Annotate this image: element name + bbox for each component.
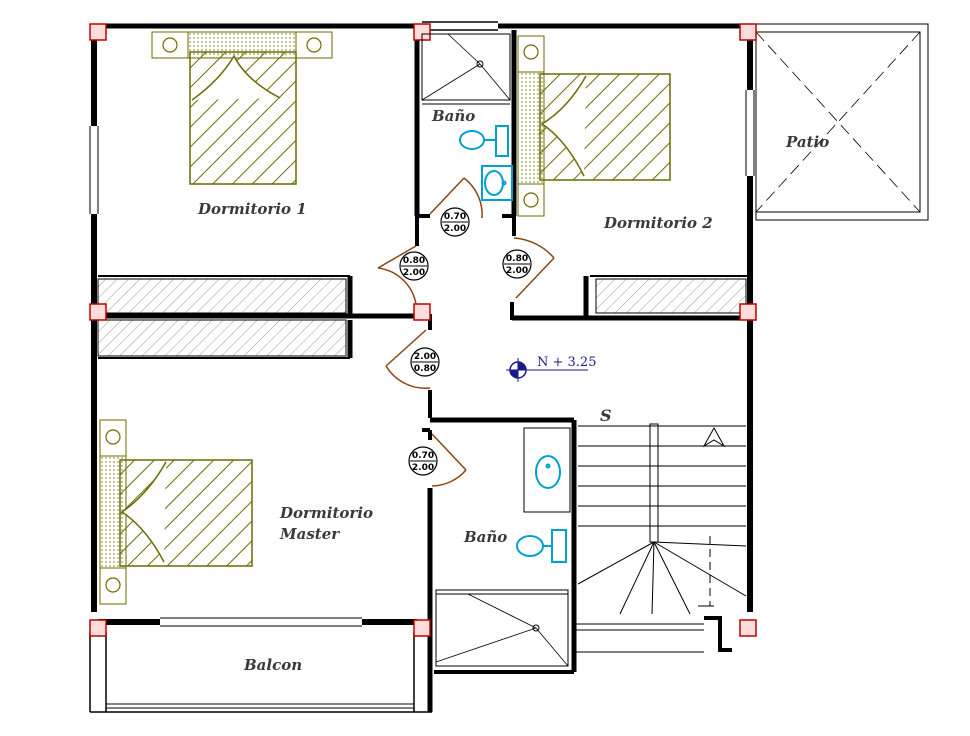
- svg-text:0.80: 0.80: [403, 256, 425, 266]
- shower-top: [421, 33, 511, 105]
- toilet-bottom: [516, 529, 567, 563]
- door-dormitorio-master: [385, 329, 431, 389]
- svg-text:2.00: 2.00: [506, 266, 528, 276]
- door-bano-bottom: [431, 433, 467, 487]
- door-tag-5: 0.70 2.00: [408, 446, 438, 476]
- label-bano-bottom: Baño: [463, 528, 507, 546]
- level-marker: N + 3.25: [506, 355, 596, 382]
- svg-text:2.00: 2.00: [444, 224, 466, 234]
- sink-top: [481, 165, 513, 201]
- label-patio: Patio: [785, 133, 829, 151]
- svg-text:0.80: 0.80: [506, 254, 528, 264]
- closet-dormitorio-master: [97, 319, 347, 357]
- sink-bottom: [523, 427, 571, 513]
- svg-text:0.80: 0.80: [414, 364, 436, 374]
- label-bano-top: Baño: [431, 107, 475, 125]
- door-tag-4: 2.00 0.80: [410, 347, 440, 377]
- svg-text:2.00: 2.00: [414, 352, 436, 362]
- staircase: [577, 423, 747, 615]
- label-dormitorio-master-1: Dormitorio: [279, 504, 373, 522]
- door-bano-top: [429, 177, 483, 219]
- door-dormitorio-1: [377, 245, 417, 305]
- svg-text:0.70: 0.70: [412, 451, 434, 461]
- door-tag-3: 0.70 2.00: [440, 207, 470, 237]
- closet-dormitorio-2: [595, 278, 747, 314]
- bed-dormitorio-1: [151, 31, 333, 185]
- label-dormitorio-1: Dormitorio 1: [197, 200, 307, 218]
- bed-dormitorio-2: [517, 35, 671, 217]
- walls: [89, 21, 755, 713]
- label-balcon: Balcon: [243, 656, 302, 674]
- stair-direction-label: S: [600, 406, 612, 425]
- svg-text:0.70: 0.70: [444, 212, 466, 222]
- door-dormitorio-2: [513, 237, 555, 299]
- bed-dormitorio-master: [99, 419, 253, 605]
- door-tag-2: 0.80 2.00: [502, 249, 532, 279]
- label-dormitorio-2: Dormitorio 2: [603, 214, 713, 232]
- svg-text:2.00: 2.00: [403, 268, 425, 278]
- columns: [89, 23, 757, 637]
- label-dormitorio-master-2: Master: [279, 525, 340, 543]
- door-tag-1: 0.80 2.00: [399, 251, 429, 281]
- patio-area: [755, 23, 929, 221]
- toilet-top: [459, 125, 509, 157]
- svg-text:N + 3.25: N + 3.25: [537, 355, 596, 370]
- shower-bottom: [435, 589, 569, 667]
- closet-dormitorio-1: [97, 278, 347, 314]
- svg-text:2.00: 2.00: [412, 463, 434, 473]
